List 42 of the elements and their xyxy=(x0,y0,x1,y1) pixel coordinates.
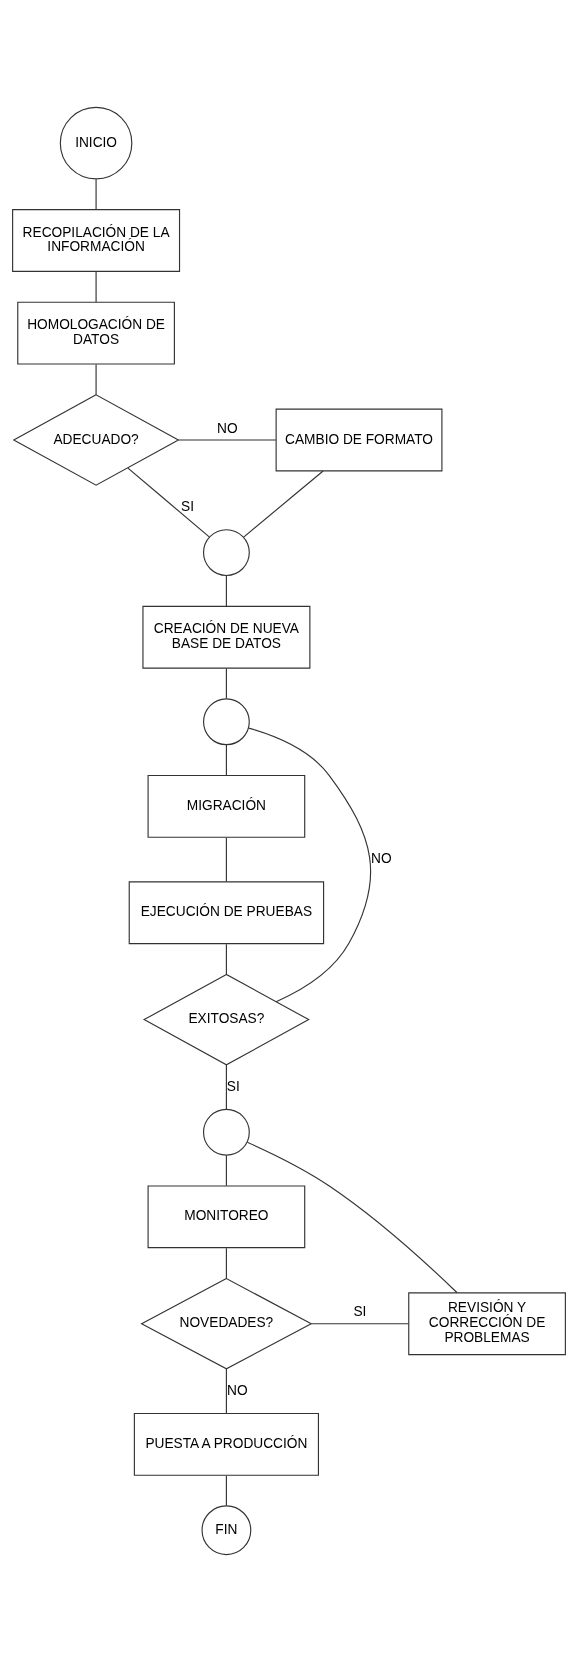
connector xyxy=(248,727,372,1003)
node-box: CAMBIO DE FORMATO xyxy=(275,408,443,472)
edge-label: SI xyxy=(181,498,195,514)
connector xyxy=(225,1475,227,1507)
connector xyxy=(225,1064,227,1110)
node-box: REVISIÓN Y CORRECCIÓN DE PROBLEMAS xyxy=(408,1292,566,1356)
node-diamond: NOVEDADES? xyxy=(140,1277,313,1370)
connector xyxy=(310,1323,409,1325)
connector xyxy=(225,943,227,975)
connector xyxy=(95,363,97,396)
node-circle xyxy=(202,529,250,577)
connector xyxy=(225,744,227,776)
edge-label: SI xyxy=(226,1078,240,1094)
edge-label: NO xyxy=(226,1382,248,1398)
connector xyxy=(178,439,277,441)
node-box: HOMOLOGACIÓN DE DATOS xyxy=(17,301,175,365)
node-circle xyxy=(202,1108,250,1156)
connector xyxy=(225,1154,227,1187)
node-box: CREACIÓN DE NUEVA BASE DE DATOS xyxy=(142,605,311,669)
node-circle xyxy=(202,698,250,746)
node-circle: FIN xyxy=(201,1505,252,1556)
connector xyxy=(225,837,227,883)
node-box: MONITOREO xyxy=(147,1185,306,1249)
edge-label: NO xyxy=(371,851,392,867)
connector xyxy=(95,178,97,211)
connector xyxy=(225,1368,227,1415)
node-circle: INICIO xyxy=(59,106,133,180)
node-box: EJECUCIÓN DE PRUEBAS xyxy=(128,881,325,945)
node-diamond: ADECUADO? xyxy=(12,394,180,486)
node-box: PUESTA A PRODUCCIÓN xyxy=(133,1412,319,1476)
node-box: RECOPILACIÓN DE LA INFORMACIÓN xyxy=(12,209,181,272)
edge-label: NO xyxy=(216,420,238,436)
node-box: MIGRACIÓN xyxy=(147,774,306,838)
edge-label: SI xyxy=(353,1304,367,1320)
connector xyxy=(95,271,97,303)
connector xyxy=(243,470,324,538)
connector xyxy=(225,1247,227,1279)
node-diamond: EXITOSAS? xyxy=(142,973,310,1066)
connector xyxy=(225,667,227,700)
connector xyxy=(225,575,227,607)
connector xyxy=(246,1141,458,1294)
connector xyxy=(127,467,210,538)
